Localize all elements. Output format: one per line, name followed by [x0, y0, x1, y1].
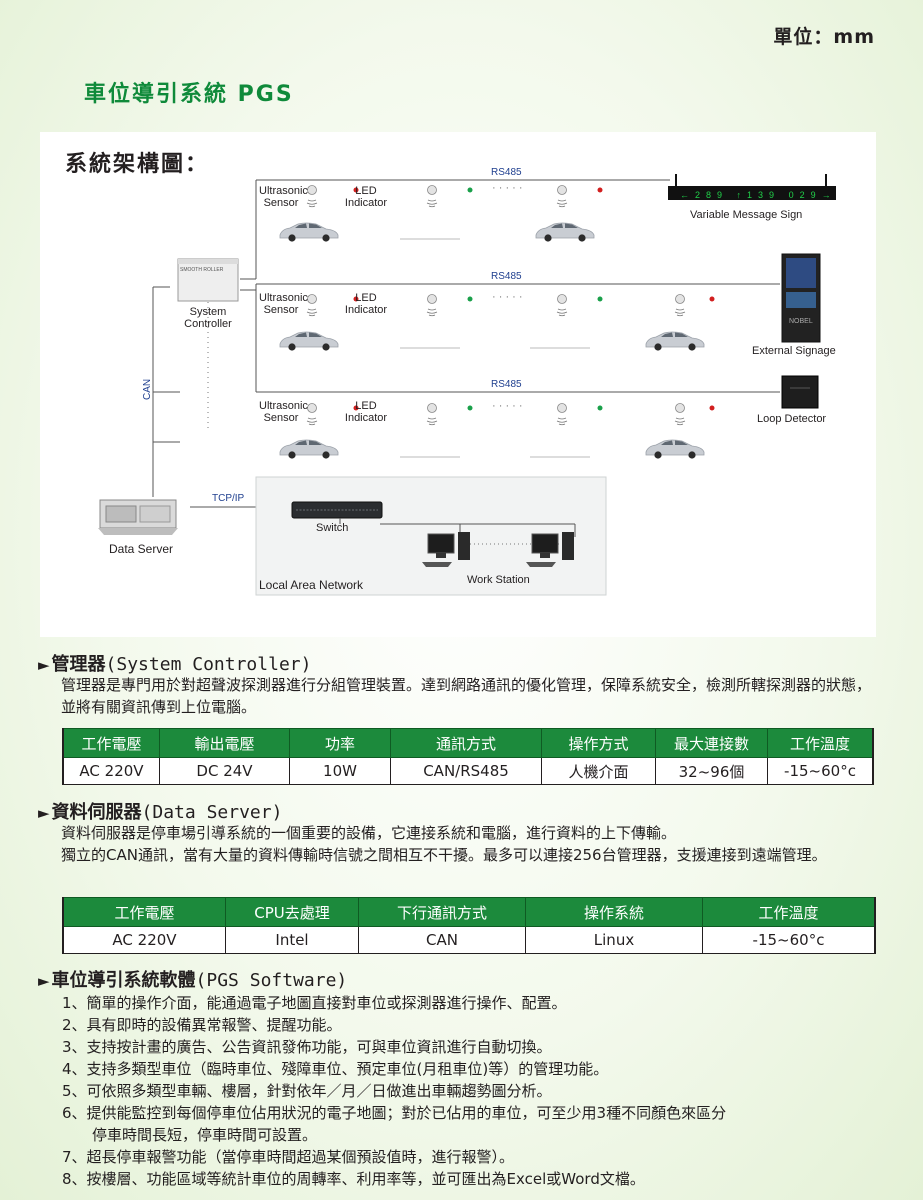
- external-signage-label: External Signage: [752, 345, 836, 357]
- rs485-label-2: RS485: [491, 271, 522, 282]
- ultrasonic-label-3: Ultrasonic Sensor: [259, 400, 308, 424]
- table-cell: -15~60°c: [702, 926, 876, 954]
- table-header: 工作電壓: [62, 728, 160, 758]
- table-header: 工作溫度: [702, 897, 876, 927]
- table-cell: Linux: [525, 926, 703, 954]
- table-cell: DC 24V: [159, 757, 290, 785]
- table-header: 下行通訊方式: [358, 897, 526, 927]
- table-row: AC 220V DC 24V 10W CAN/RS485 人機介面 32~96個…: [62, 757, 874, 785]
- vms-label: Variable Message Sign: [690, 209, 803, 221]
- table-header: 輸出電壓: [159, 728, 290, 758]
- section-data-server-heading: ►資料伺服器(Data Server): [38, 798, 282, 824]
- diagram-lines: [98, 174, 836, 596]
- system-controller-description: 管理器是專門用於對超聲波探測器進行分組管理裝置。達到網路通訊的優化管理，保障系統…: [61, 676, 872, 716]
- data-server-description-1: 資料伺服器是停車場引導系統的一個重要的設備，它連接系統和電腦，進行資料的上下傳輸…: [61, 824, 677, 842]
- triangle-bullet-icon: ►: [38, 656, 50, 674]
- unit-label: 單位：mm: [773, 26, 875, 48]
- list-item: 6、提供能監控到每個停車位佔用狀況的電子地圖；對於已佔用的車位，可至少用3種不同…: [62, 1104, 727, 1122]
- vms-number-3: 029: [788, 190, 822, 200]
- switch-label: Switch: [316, 522, 349, 534]
- workstation-label: Work Station: [467, 574, 530, 586]
- section-pgs-software-heading: ►車位導引系統軟體(PGS Software): [38, 966, 347, 992]
- table-cell: AC 220V: [62, 757, 160, 785]
- arrow-right-icon: →: [821, 190, 837, 200]
- list-item: 2、具有即時的設備異常報警、提醒功能。: [62, 1016, 342, 1034]
- table-header-row: 工作電壓 CPU去處理 下行通訊方式 操作系統 工作溫度: [62, 897, 876, 927]
- section-title-zh: 資料伺服器: [51, 802, 142, 823]
- triangle-bullet-icon: ►: [38, 972, 50, 990]
- table-cell: CAN/RS485: [390, 757, 542, 785]
- ellipsis-dots-2: · · · · ·: [492, 291, 523, 303]
- list-item: 8、按樓層、功能區域等統計車位的周轉率、利用率等，並可匯出為Excel或Word…: [62, 1170, 645, 1188]
- list-item: 1、簡單的操作介面，能通過電子地圖直接對車位或探測器進行操作、配置。: [62, 994, 567, 1012]
- diagram-heading: 系統架構圖：: [65, 152, 210, 177]
- controller-device-text: SMOOTH ROLLER: [180, 267, 224, 273]
- vms-display: ←289 ↑139 029→: [680, 189, 837, 201]
- can-label: CAN: [142, 378, 153, 400]
- triangle-bullet-icon: ►: [38, 804, 50, 822]
- ultrasonic-label-1: Ultrasonic Sensor: [259, 185, 308, 209]
- tcpip-label: TCP/IP: [212, 493, 245, 504]
- data-server-description-2: 獨立的CAN通訊，當有大量的資料傳輸時信號之間相互不干擾。最多可以連接256台管…: [61, 846, 827, 864]
- table-cell: 10W: [289, 757, 391, 785]
- table-cell: 人機介面: [541, 757, 656, 785]
- list-item: 停車時間長短，停車時間可設置。: [62, 1126, 318, 1144]
- signage-brand-text: NOBEL: [789, 318, 813, 325]
- rs485-label-3: RS485: [491, 379, 522, 390]
- section-title-zh: 車位導引系統軟體: [51, 970, 196, 991]
- table-header: 工作溫度: [767, 728, 874, 758]
- lan-label: Local Area Network: [259, 578, 364, 592]
- loop-detector-label: Loop Detector: [757, 413, 827, 425]
- vms-number-2: 139: [747, 190, 781, 200]
- section-system-controller-heading: ►管理器(System Controller): [38, 650, 311, 676]
- table-header: 操作系統: [525, 897, 703, 927]
- list-item: 4、支持多類型車位（臨時車位、殘障車位、預定車位(月租車位)等）的管理功能。: [62, 1060, 609, 1078]
- table-header: 操作方式: [541, 728, 656, 758]
- table-cell: 32~96個: [655, 757, 768, 785]
- data-server-spec-table: 工作電壓 CPU去處理 下行通訊方式 操作系統 工作溫度 AC 220V Int…: [62, 897, 876, 954]
- led-label-1: LED Indicator: [344, 185, 388, 209]
- system-controller-spec-table: 工作電壓 輸出電壓 功率 通訊方式 操作方式 最大連接數 工作溫度 AC 220…: [62, 728, 874, 785]
- rs485-label-1: RS485: [491, 167, 522, 178]
- vms-number-1: 289: [695, 190, 729, 200]
- table-header: 工作電壓: [62, 897, 226, 927]
- table-cell: CAN: [358, 926, 526, 954]
- system-architecture-diagram: 系統架構圖： RS485 RS485 RS485 Ultrasonic Sens…: [40, 132, 876, 637]
- table-header: 最大連接數: [655, 728, 768, 758]
- ellipsis-dots-1: · · · · ·: [492, 182, 523, 194]
- system-controller-label: System Controller: [184, 306, 232, 330]
- arrow-up-icon: ↑: [736, 190, 748, 200]
- arrow-left-icon: ←: [680, 190, 695, 200]
- list-item: 3、支持按計畫的廣告、公告資訊發佈功能，可與車位資訊進行自動切換。: [62, 1038, 552, 1056]
- list-item: 5、可依照多類型車輛、樓層，針對依年／月／日做進出車輛趨勢圖分析。: [62, 1082, 552, 1100]
- page-title: 車位導引系統 PGS: [84, 82, 294, 107]
- led-label-3: LED Indicator: [344, 400, 388, 424]
- led-label-2: LED Indicator: [344, 292, 388, 316]
- section-title-en: (System Controller): [105, 654, 312, 675]
- section-title-zh: 管理器: [51, 654, 106, 675]
- table-header: 通訊方式: [390, 728, 542, 758]
- pgs-software-feature-list: 1、簡單的操作介面，能通過電子地圖直接對車位或探測器進行操作、配置。 2、具有即…: [62, 992, 882, 1190]
- table-cell: AC 220V: [62, 926, 226, 954]
- section-title-en: (Data Server): [141, 802, 283, 823]
- table-header: CPU去處理: [225, 897, 359, 927]
- ultrasonic-label-2: Ultrasonic Sensor: [259, 292, 308, 316]
- table-header: 功率: [289, 728, 391, 758]
- table-row: AC 220V Intel CAN Linux -15~60°c: [62, 926, 876, 954]
- table-cell: -15~60°c: [767, 757, 874, 785]
- list-item: 7、超長停車報警功能（當停車時間超過某個預設值時，進行報警）。: [62, 1148, 515, 1166]
- data-server-label: Data Server: [109, 542, 174, 556]
- table-header-row: 工作電壓 輸出電壓 功率 通訊方式 操作方式 最大連接數 工作溫度: [62, 728, 874, 758]
- ellipsis-dots-3: · · · · ·: [492, 400, 523, 412]
- section-title-en: (PGS Software): [195, 970, 348, 991]
- table-cell: Intel: [225, 926, 359, 954]
